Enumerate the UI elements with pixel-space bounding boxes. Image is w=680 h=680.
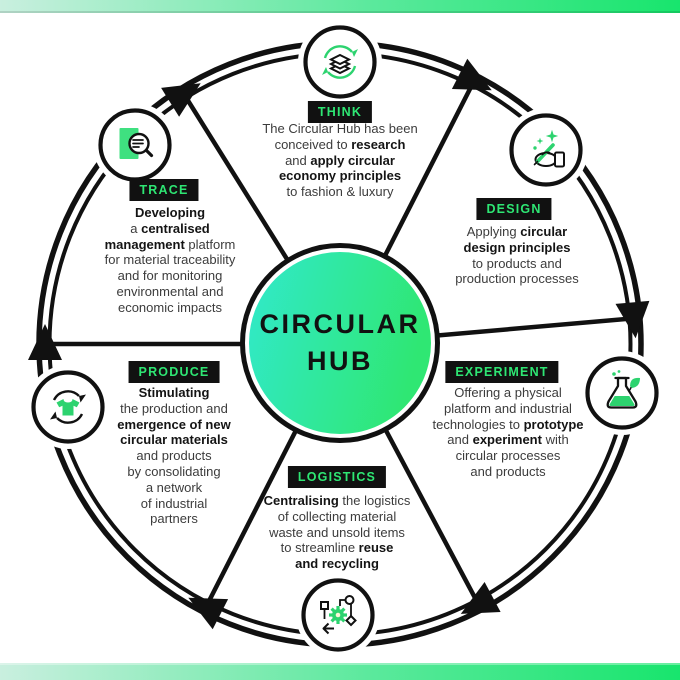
layers-recycle-icon [298, 20, 382, 104]
flow-arrows [28, 58, 650, 630]
central-hub-circle: CIRCULAR HUB [240, 243, 440, 443]
tshirt-recycle-icon [26, 365, 110, 449]
bottom-gradient-strip [0, 663, 680, 680]
design-label-badge: DESIGN [476, 198, 552, 220]
central-hub-gradient: CIRCULAR HUB [249, 252, 431, 434]
arrow-right-icon [615, 300, 650, 339]
arrow-bottom-right-icon [460, 582, 501, 614]
logistics-label-badge: LOGISTICS [287, 466, 387, 488]
trace-label-badge: TRACE [129, 179, 199, 201]
arrow-bottom-left-icon [188, 597, 229, 630]
arrow-top-right-icon [451, 58, 492, 91]
hub-title-line2: HUB [307, 346, 373, 376]
hub-title-line1: CIRCULAR [259, 309, 421, 339]
top-gradient-strip [0, 0, 680, 13]
produce-label-badge: PRODUCE [128, 361, 220, 383]
document-magnifier-icon [93, 103, 177, 187]
gear-workflow-icon [296, 573, 380, 657]
think-label-badge: THINK [307, 101, 373, 123]
arrow-left-icon [28, 324, 62, 360]
hand-pen-sparkles-icon [504, 108, 588, 192]
arrow-top-left-icon [161, 83, 201, 117]
flask-leaf-icon [580, 351, 664, 435]
experiment-label-badge: EXPERIMENT [445, 361, 559, 383]
